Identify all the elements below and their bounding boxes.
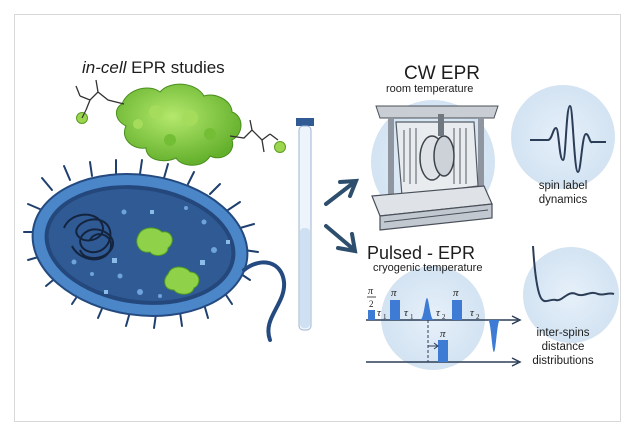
pi-half-num: π xyxy=(368,286,374,297)
bacterium-icon xyxy=(23,159,287,342)
test-tube-icon xyxy=(296,118,314,331)
epr-spectrometer-icon xyxy=(371,105,499,231)
tau1-label-1: τ xyxy=(377,307,382,319)
cw-spectrum-icon xyxy=(530,104,606,174)
spin-label-caption: spin label dynamics xyxy=(508,179,618,207)
deer-trace-icon xyxy=(532,245,615,303)
pulse-sequence-icon: π 2 π π π τ 1 τ 1 τ 2 τ 2 xyxy=(366,286,522,367)
pi-label-2: π xyxy=(453,287,459,299)
protein-icon xyxy=(75,79,286,166)
pulsed-subtitle: cryogenic temperature xyxy=(373,262,483,274)
tau2-sub-2: 2 xyxy=(476,313,480,321)
title-prefix: in-cell xyxy=(82,58,127,77)
tau2-sub-1: 2 xyxy=(442,313,446,321)
tau1-sub-2: 1 xyxy=(410,313,414,321)
spin-label-line-1: spin label xyxy=(538,180,588,192)
pi-label-1: π xyxy=(391,287,397,299)
arrows xyxy=(324,178,360,254)
inter-halo xyxy=(523,247,619,343)
title-suffix: EPR studies xyxy=(126,58,225,77)
spin-halo xyxy=(511,85,615,189)
inter-spins-line-2: distance xyxy=(541,341,585,353)
tau1-label-2: τ xyxy=(404,307,409,319)
inter-spins-line-1: inter-spins xyxy=(536,327,590,339)
figure-title: in-cell EPR studies xyxy=(82,58,225,78)
cw-title: CW EPR xyxy=(404,63,480,84)
tau2-label-2: τ xyxy=(470,307,475,319)
pi-half-den: 2 xyxy=(369,299,374,309)
tau2-label-1: τ xyxy=(436,307,441,319)
spin-label-line-2: dynamics xyxy=(538,194,588,206)
cw-subtitle: room temperature xyxy=(386,83,474,95)
pulsed-title: Pulsed - EPR xyxy=(367,243,476,263)
inter-spins-line-3: distributions xyxy=(532,355,594,367)
pi-label-3: π xyxy=(440,328,446,340)
pulsed-halo xyxy=(381,266,485,370)
inter-spins-caption: inter-spins distance distributions xyxy=(508,326,618,368)
tau1-sub-1: 1 xyxy=(383,313,387,321)
